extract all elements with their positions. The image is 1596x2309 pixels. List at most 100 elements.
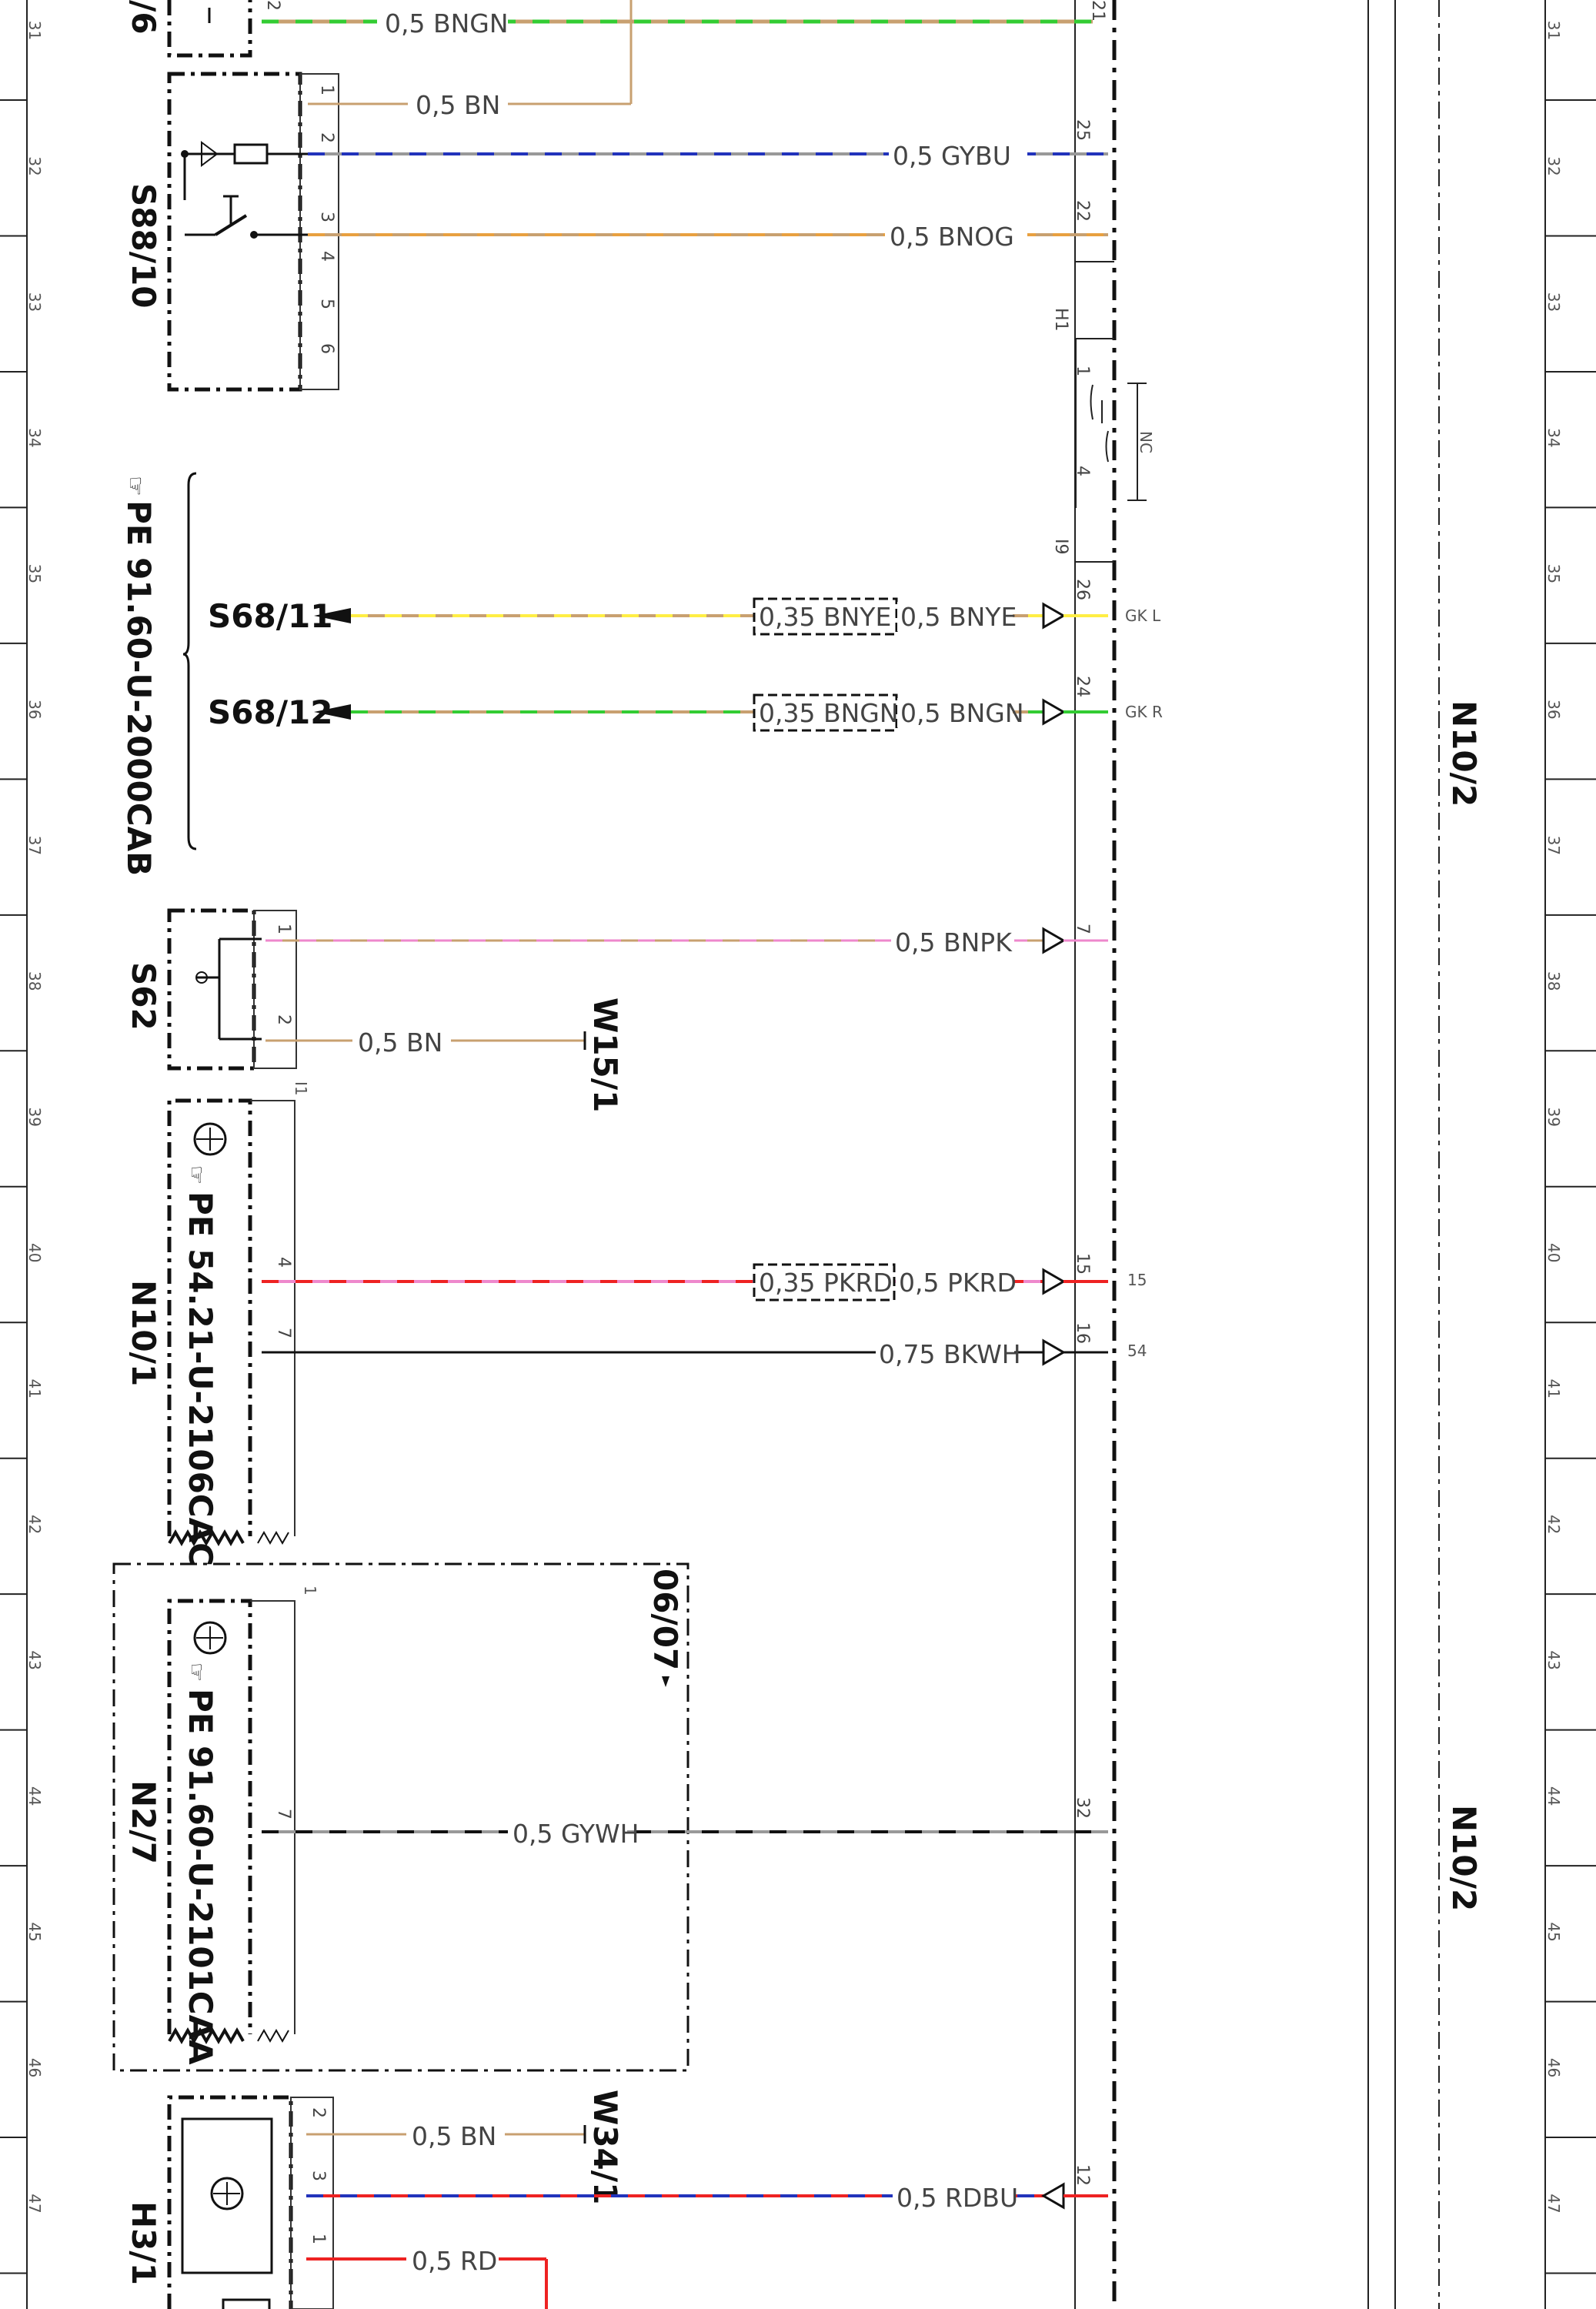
wire-bngn[interactable]: S68/12 0,35 BNGN 0,5 BNGN 24 GK R xyxy=(208,676,1163,732)
grid-row-number: 44 xyxy=(1544,1786,1563,1806)
pin-label: 7 xyxy=(274,1809,293,1819)
grid-row-number: 43 xyxy=(25,1650,44,1669)
pin-label: 25 xyxy=(1073,119,1092,141)
pin-label: 1 xyxy=(309,2234,328,2244)
n10-1-module[interactable]: I1 ☞ PE 54.21-U-2106CAC N10/1 4 7 xyxy=(125,1081,310,1566)
connector-arrow-icon xyxy=(1042,1338,1067,1366)
wire-label: 0,5 GYWH xyxy=(513,1819,639,1849)
wire-label: 0,5 BN xyxy=(416,90,500,120)
n2-7-module[interactable]: ☞ PE 91.60-U-2101CAA N2/7 1 7 xyxy=(125,1586,319,2065)
grid-row-number: 43 xyxy=(1544,1650,1563,1669)
grid-row-number: 37 xyxy=(25,836,44,855)
grid-row-number: 31 xyxy=(25,21,44,40)
reference-group-cab: ☞ PE 91.60-U-2000CAB I9 xyxy=(120,472,1070,876)
wire-label: 0,5 BNOG xyxy=(890,222,1014,252)
s62-label: S62 xyxy=(125,962,162,1031)
grid-row-number: 31 xyxy=(1544,21,1563,40)
wire-bnye[interactable]: S68/11 0,35 BNYE 0,5 BNYE 26 GK L xyxy=(208,579,1161,636)
wire-label: 0,5 BN xyxy=(412,2121,496,2151)
wire-label: 0,5 BNPK xyxy=(895,927,1013,957)
hand-pointer-icon: ☞ xyxy=(184,1165,209,1185)
grid-row-number: 37 xyxy=(1544,836,1563,855)
wire-bkwh[interactable]: 0,75 BKWH 16 54 xyxy=(262,1322,1147,1369)
grid-row-number: 35 xyxy=(25,564,44,583)
connector-arrow-icon xyxy=(1042,927,1067,954)
pin-label: 1 xyxy=(317,85,336,95)
s62-switch[interactable]: S62 1 2 xyxy=(125,908,297,1071)
nc-label: NC xyxy=(1137,431,1155,453)
grid-row-number: 46 xyxy=(25,2058,44,2077)
pin-label: 3 xyxy=(309,2170,328,2181)
wire-label: 0,5 BNGN xyxy=(385,8,509,38)
n10-2-label-b: N10/2 xyxy=(1445,1805,1483,1911)
pin-label: 7 xyxy=(1073,924,1092,934)
arrow-left-icon xyxy=(314,608,351,623)
grid-row-number: 44 xyxy=(25,1786,44,1806)
connector-arrow-left-icon xyxy=(1040,2182,1065,2210)
n10-1-label: N10/1 xyxy=(125,1280,162,1386)
connector-arrow-icon xyxy=(1042,1268,1067,1295)
gk-l-label: GK L xyxy=(1125,606,1161,625)
grid-row-number: 46 xyxy=(1544,2058,1563,2077)
wire-bngn-top[interactable]: 0,5 BNGN 21 xyxy=(262,0,1107,104)
pin-label: 4 xyxy=(274,1257,293,1268)
validity-frame: 06/07 xyxy=(112,1562,689,2072)
wire-label: 0,5 GYBU xyxy=(893,141,1011,171)
n10-2-label-a: N10/2 xyxy=(1445,700,1483,807)
wire-bn-w34[interactable]: 0,5 BN W34/1 xyxy=(306,2090,624,2204)
frame-lines xyxy=(1367,0,1440,2309)
top-partial-component[interactable]: /6 2 xyxy=(125,0,282,58)
wire-label: 0,5 RDBU xyxy=(896,2183,1018,2213)
grid-row-number: 36 xyxy=(1544,700,1563,719)
h1-connector[interactable]: H1 1 4 NC xyxy=(1051,308,1155,508)
s88-10-switch[interactable]: S88/10 1 2 3 4 5 6 xyxy=(125,72,339,392)
w15-1-label: W15/1 xyxy=(586,997,624,1112)
hand-pointer-icon: ☞ xyxy=(184,1662,209,1682)
grid-row-number: 41 xyxy=(1544,1378,1563,1398)
pin-label: 2 xyxy=(274,1014,293,1025)
grid-row-number: 38 xyxy=(1544,971,1563,991)
wire-label: 0,75 BKWH xyxy=(879,1339,1021,1369)
pin-label: 22 xyxy=(1073,200,1092,222)
pe-2106-label: PE 54.21-U-2106CAC xyxy=(182,1191,219,1566)
grid-row-number: 40 xyxy=(1544,1243,1563,1262)
h3-1-indicator[interactable]: H3/1 2 3 1 xyxy=(125,2095,334,2309)
wire-gybu[interactable]: 0,5 GYBU 25 xyxy=(308,119,1108,171)
pin-label: 2 xyxy=(309,2107,328,2118)
pin-label: 32 xyxy=(1073,1797,1092,1819)
connector-arrow-icon xyxy=(1042,602,1067,630)
validity-label: 06/07 xyxy=(646,1569,684,1670)
arrow-down-icon xyxy=(662,1676,669,1687)
wire-bn-s88[interactable]: 0,5 BN xyxy=(308,89,631,120)
grid-row-number: 45 xyxy=(25,1922,44,1941)
gk-r-label: GK R xyxy=(1125,703,1163,721)
wire-rd[interactable]: 0,5 RD xyxy=(306,2245,548,2309)
pin-label: 6 xyxy=(317,343,336,354)
pin-label: 24 xyxy=(1073,676,1092,697)
pin-label: 4 xyxy=(1073,466,1092,476)
wire-gywh[interactable]: 0,5 GYWH 32 xyxy=(262,1797,1108,1849)
transistor-icon xyxy=(210,2177,244,2210)
pin-label: 3 xyxy=(317,212,336,222)
transistor-icon xyxy=(193,1122,227,1156)
wire-bnpk[interactable]: 0,5 BNPK 7 xyxy=(265,924,1108,957)
wire-pkrd[interactable]: 0,35 PKRD 0,5 PKRD 15 15 xyxy=(262,1253,1147,1302)
arrow-left-icon xyxy=(314,704,351,720)
n10-2-module[interactable] xyxy=(1074,0,1117,2309)
grid-row-number: 39 xyxy=(25,1108,44,1127)
pin-label: 12 xyxy=(1073,2164,1092,2186)
h3-1-label: H3/1 xyxy=(125,2201,162,2285)
s88-10-label: S88/10 xyxy=(125,183,162,308)
grid-row-number: 36 xyxy=(25,700,44,719)
grid-row-number: 34 xyxy=(1544,428,1563,447)
h1-label: H1 xyxy=(1051,308,1070,332)
n2-7-label: N2/7 xyxy=(125,1780,162,1864)
wire-bnog[interactable]: 0,5 BNOG 22 xyxy=(308,200,1108,252)
wire-rdbu[interactable]: 0,5 RDBU 12 xyxy=(306,2164,1108,2213)
wire-label: 0,5 BN xyxy=(358,1028,442,1058)
wire-label: 0,35 PKRD xyxy=(759,1268,893,1298)
wire-bn-w15[interactable]: 0,5 BN W15/1 xyxy=(265,997,624,1112)
grid-row-number: 40 xyxy=(25,1243,44,1262)
